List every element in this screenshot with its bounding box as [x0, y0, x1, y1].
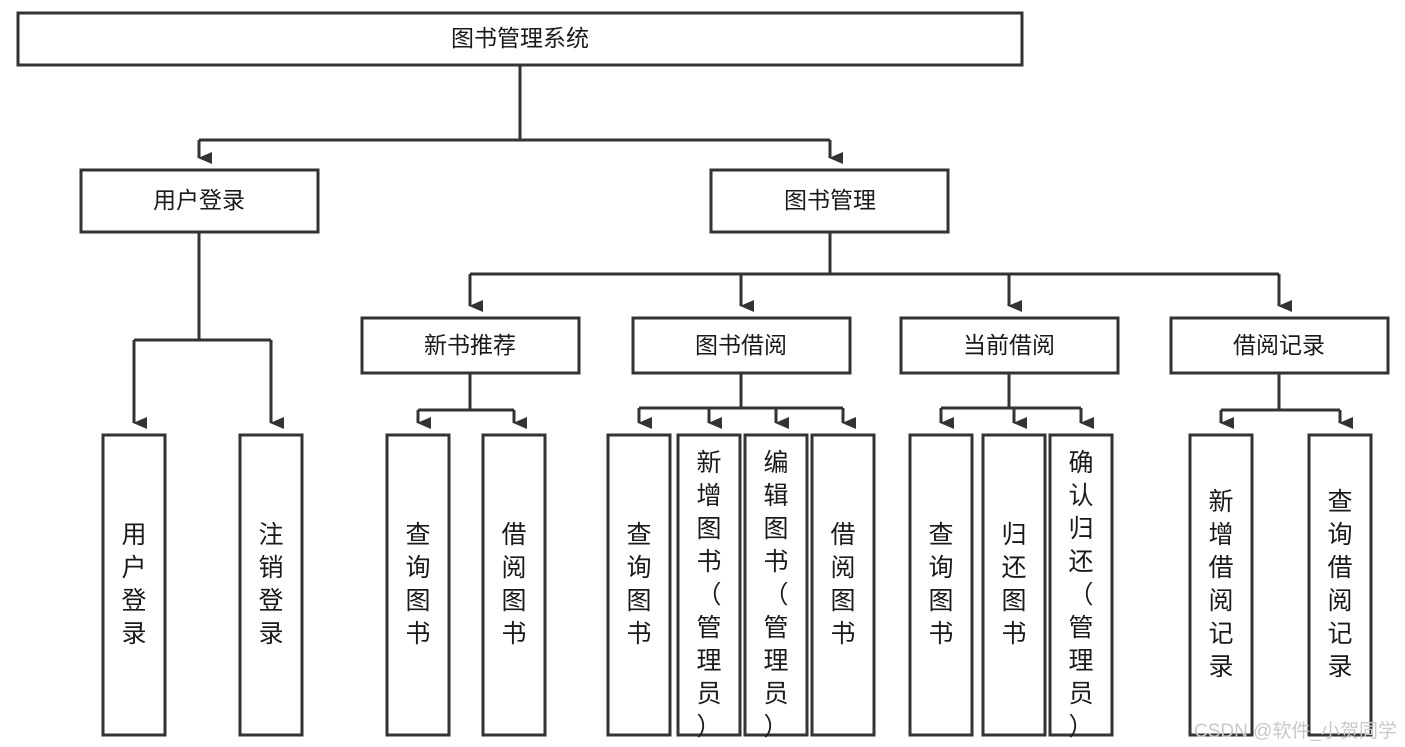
node-current-borrow-label: 当前借阅: [963, 332, 1055, 358]
leaf-node-box: [385, 433, 451, 737]
leaf-node[interactable]: 查询图书: [606, 433, 672, 737]
leaf-node[interactable]: 注销登录: [238, 433, 304, 737]
leaf-node-box: [676, 433, 742, 737]
leaf-node[interactable]: 用户登录: [101, 433, 167, 737]
node-book-borrow[interactable]: 图书借阅: [631, 316, 852, 375]
node-book-borrow-box: [631, 316, 852, 375]
leaf-node-label: 用户登录: [121, 521, 146, 648]
leaf-nodes: 用户登录 注销登录 查询图书 借阅图书 查询图书 新增图书（管理员） 编辑图书（管理员） 借阅…: [101, 433, 1373, 741]
leaf-node-label: 查询借阅记录: [1327, 488, 1352, 681]
leaf-node[interactable]: 确认归还（管理员）: [1048, 433, 1114, 741]
node-root-label: 图书管理系统: [451, 25, 589, 51]
node-new-book-recommend-label: 新书推荐: [424, 332, 516, 358]
leaf-node-box: [810, 433, 876, 737]
node-borrow-record[interactable]: 借阅记录: [1169, 316, 1390, 375]
node-book-manage-box: [709, 168, 950, 234]
node-book-manage[interactable]: 图书管理: [709, 168, 950, 234]
node-new-book-recommend[interactable]: 新书推荐: [360, 316, 581, 375]
leaf-node-label: 新增图书（管理员）: [696, 449, 721, 741]
leaf-node-label: 查询图书: [626, 521, 651, 648]
node-user-login[interactable]: 用户登录: [79, 168, 320, 234]
leaf-node[interactable]: 查询图书: [908, 433, 974, 737]
leaf-node[interactable]: 编辑图书（管理员）: [743, 433, 809, 741]
leaf-node-box: [908, 433, 974, 737]
node-borrow-record-label: 借阅记录: [1233, 332, 1325, 358]
leaf-node-box: [981, 433, 1047, 737]
leaf-node-label: 借阅图书: [830, 521, 855, 648]
leaf-node-label: 归还图书: [1001, 521, 1026, 648]
leaf-node-label: 注销登录: [258, 521, 283, 648]
leaf-node[interactable]: 借阅图书: [481, 433, 547, 737]
leaf-node-label: 确认归还（管理员）: [1068, 449, 1093, 741]
leaf-node[interactable]: 查询借阅记录: [1307, 433, 1373, 737]
node-root[interactable]: 图书管理系统: [16, 11, 1024, 67]
leaf-node-box: [606, 433, 672, 737]
node-new-book-recommend-box: [360, 316, 581, 375]
node-user-login-box: [79, 168, 320, 234]
leaf-node-box: [1188, 433, 1254, 737]
connectors: [132, 65, 1353, 429]
leaf-node-label: 借阅图书: [501, 521, 526, 648]
leaf-node[interactable]: 查询图书: [385, 433, 451, 737]
leaf-node-box: [101, 433, 167, 737]
leaf-node-box: [481, 433, 547, 737]
leaf-node[interactable]: 新增图书（管理员）: [676, 433, 742, 741]
leaf-node-label: 查询图书: [405, 521, 430, 648]
leaf-node-label: 编辑图书（管理员）: [763, 449, 788, 741]
leaf-node-box: [743, 433, 809, 737]
node-book-borrow-label: 图书借阅: [695, 332, 787, 358]
node-book-manage-label: 图书管理: [784, 187, 876, 213]
leaf-node-box: [1307, 433, 1373, 737]
leaf-node[interactable]: 归还图书: [981, 433, 1047, 737]
node-current-borrow-box: [899, 316, 1120, 375]
leaf-node-label: 新增借阅记录: [1208, 488, 1233, 681]
node-borrow-record-box: [1169, 316, 1390, 375]
leaf-node-box: [238, 433, 304, 737]
leaf-node-label: 查询图书: [928, 521, 953, 648]
leaf-node[interactable]: 借阅图书: [810, 433, 876, 737]
leaf-node-box: [1048, 433, 1114, 737]
node-current-borrow[interactable]: 当前借阅: [899, 316, 1120, 375]
node-root-box: [16, 11, 1024, 67]
node-user-login-label: 用户登录: [153, 187, 245, 213]
leaf-node[interactable]: 新增借阅记录: [1188, 433, 1254, 737]
